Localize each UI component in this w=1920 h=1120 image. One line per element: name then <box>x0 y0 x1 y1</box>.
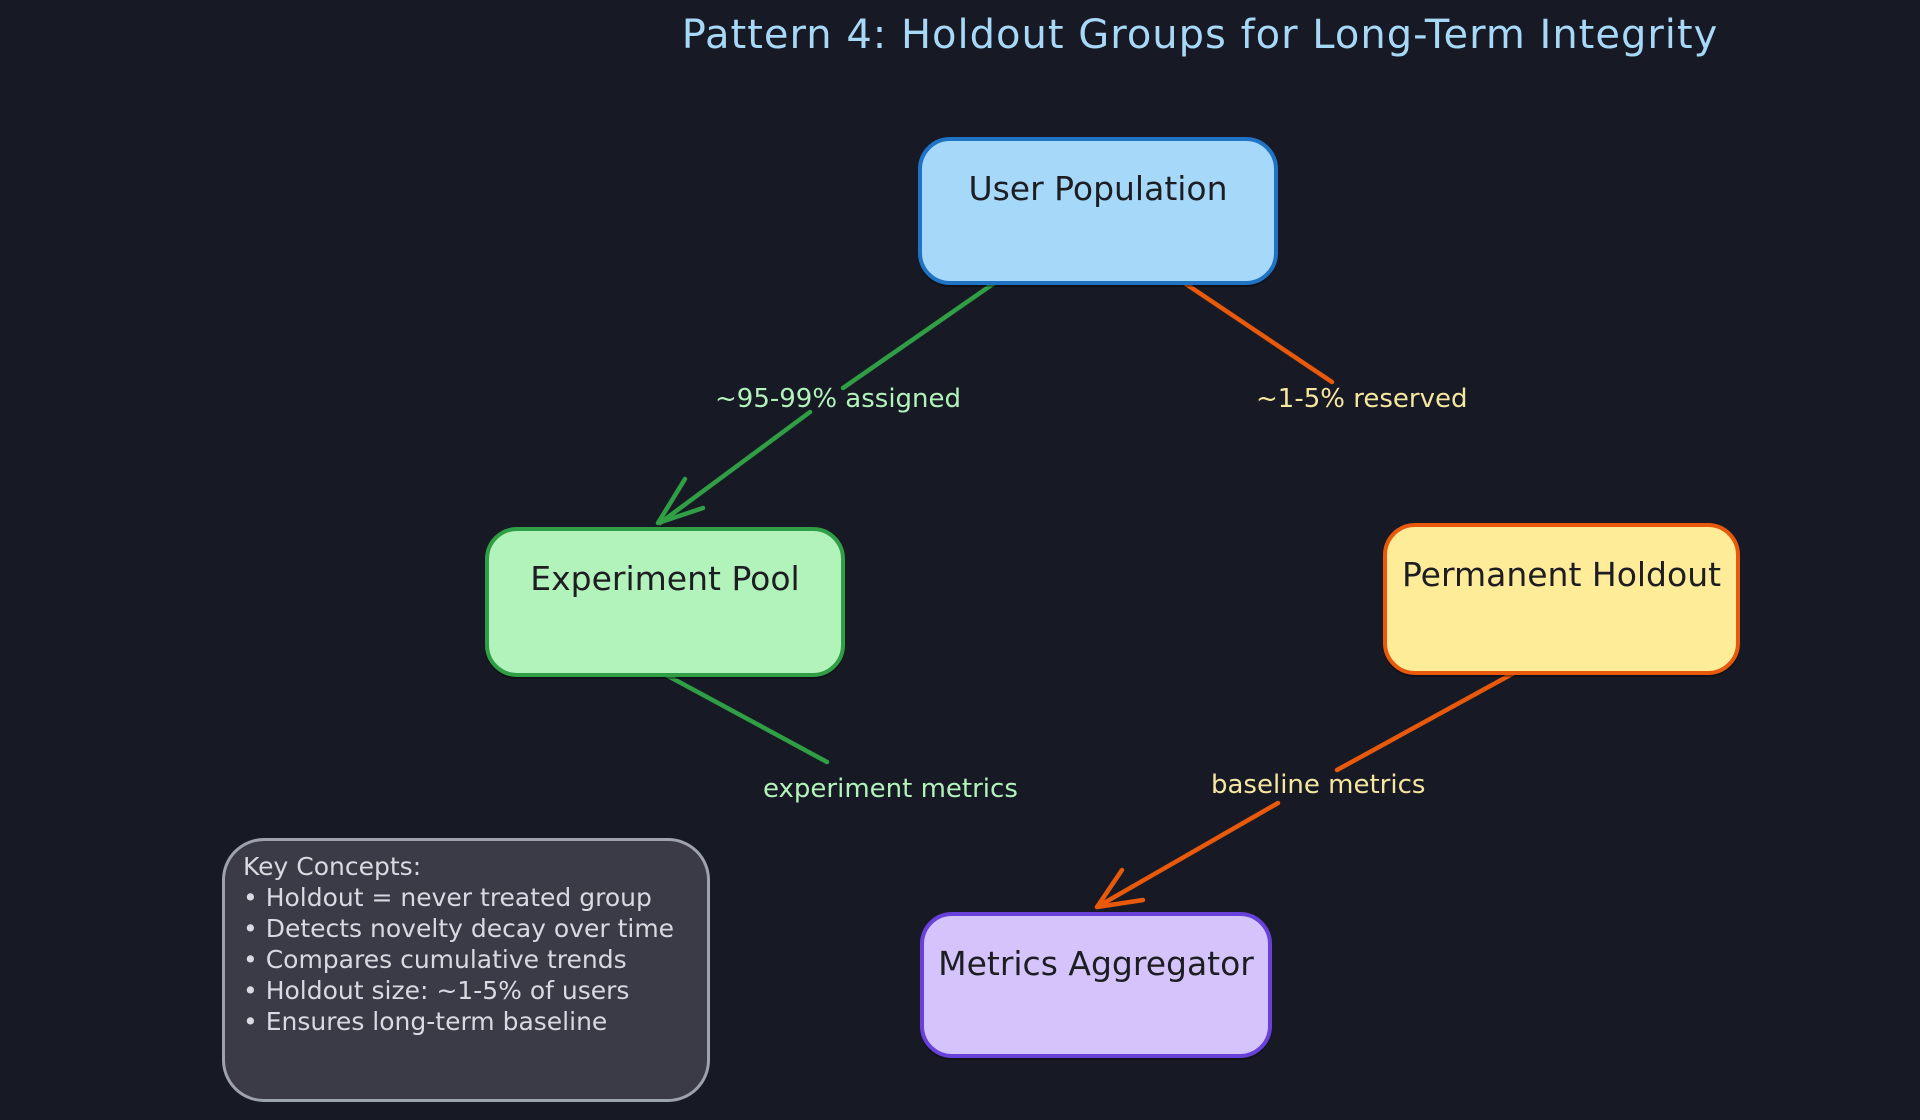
diagram-title: Pattern 4: Holdout Groups for Long-Term … <box>681 12 1719 58</box>
edge-reserved-line <box>1174 275 1335 385</box>
key-concepts-heading: Key Concepts: <box>243 852 422 881</box>
node-permanent-holdout[interactable]: Permanent Holdout <box>1383 523 1740 675</box>
edge-label-reserved: ~1-5% reserved <box>1256 384 1468 414</box>
key-concepts-note: Key Concepts: • Holdout = never treated … <box>222 838 710 1102</box>
edge-label-experiment-metrics: experiment metrics <box>763 774 1018 804</box>
key-concepts-item: • Compares cumulative trends <box>243 945 627 974</box>
edge-baseline-metrics-arrowhead-icon <box>1094 867 1146 910</box>
node-experiment-pool[interactable]: Experiment Pool <box>485 527 845 677</box>
node-experiment-pool-label: Experiment Pool <box>530 559 800 598</box>
edge-label-baseline-metrics: baseline metrics <box>1211 770 1426 800</box>
key-concepts-list: • Holdout = never treated group • Detect… <box>243 882 689 1037</box>
node-permanent-holdout-label: Permanent Holdout <box>1401 555 1722 594</box>
node-user-population-label: User Population <box>968 169 1228 208</box>
key-concepts-item: • Detects novelty decay over time <box>243 914 675 943</box>
edge-assigned-arrowhead-icon <box>655 476 706 526</box>
edge-baseline-metrics-line-a <box>1334 665 1526 773</box>
key-concepts-item: • Ensures long-term baseline <box>243 1007 608 1036</box>
node-user-population[interactable]: User Population <box>918 137 1278 285</box>
edge-experiment-metrics-line <box>654 667 830 765</box>
edge-assigned-line-b <box>657 409 813 526</box>
edge-label-assigned: ~95-99% assigned <box>715 384 962 414</box>
node-metrics-aggregator[interactable]: Metrics Aggregator <box>920 912 1272 1058</box>
key-concepts-item: • Holdout size: ~1-5% of users <box>243 976 630 1005</box>
key-concepts-item: • Holdout = never treated group <box>243 883 652 912</box>
node-metrics-aggregator-label: Metrics Aggregator <box>938 944 1254 983</box>
edge-assigned-line-a <box>840 274 1006 391</box>
edge-baseline-metrics-line-b <box>1094 800 1281 910</box>
